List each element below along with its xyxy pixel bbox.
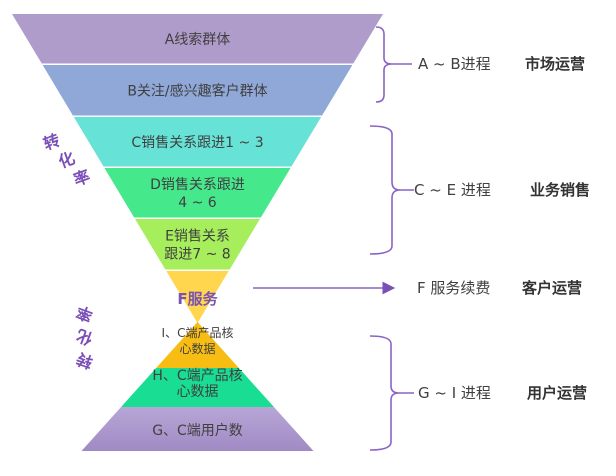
funnel-band-a-label: A线索群体 [165, 31, 231, 48]
side-label-top-char-2: 化 [56, 148, 78, 171]
side-label-top-char-3: 率 [71, 166, 93, 189]
stage-role-sales: 业务销售 [530, 181, 590, 199]
side-label-bottom-char-1: 转 [74, 349, 96, 372]
stage-process-a-b: A ~ B进程 [418, 55, 491, 73]
brace-a-b [375, 26, 412, 103]
funnel-band-e [135, 219, 260, 270]
pyramid-band-h [121, 368, 274, 407]
funnel-band-d-label: 4 ~ 6 [178, 195, 217, 211]
pyramid-band-h-label: 心数据 [177, 384, 219, 400]
stage-role-user: 用户运营 [527, 384, 587, 402]
funnel-band-d [104, 168, 291, 218]
funnel-band-e-label: 跟进7 ~ 8 [164, 246, 230, 262]
funnel-band-b-label: B关注/感兴趣客户群体 [127, 82, 267, 99]
side-label-bottom: 转 化 率 [74, 302, 96, 372]
stage-role-market: 市场运营 [525, 55, 585, 73]
brace-g-i [369, 335, 414, 451]
pyramid-band-i-label: 心数据 [179, 341, 215, 356]
funnel-band-b [42, 65, 353, 116]
stage-process-f: F 服务续费 [417, 279, 490, 297]
funnel-band-c-label: C销售关系跟进1 ~ 3 [131, 135, 263, 151]
side-label-top: 转 化 率 [41, 130, 93, 189]
funnel-band-d-label: D销售关系跟进 [150, 177, 245, 193]
stage-process-g-i: G ~ I 进程 [418, 384, 491, 402]
funnel-band-f-label: F服务 [177, 290, 218, 308]
pyramid-band-g [81, 407, 314, 451]
stage-process-c-e: C ~ E 进程 [414, 181, 491, 199]
funnel-band-a [12, 14, 383, 64]
pyramid-band-i-label: I、C端产品核 [162, 326, 234, 340]
side-label-bottom-char-2: 化 [74, 325, 96, 348]
side-label-bottom-char-3: 率 [74, 302, 96, 325]
side-label-top-char-1: 转 [41, 130, 63, 153]
funnel-band-c [73, 117, 322, 167]
sales-funnel: A线索群体 B关注/感兴趣客户群体 C销售关系跟进1 ~ 3 D销售关系跟进 4 ~ 6… [12, 14, 383, 323]
funnel-band-f [166, 271, 229, 323]
brace-c-e [369, 125, 414, 255]
pyramid-band-i [156, 322, 239, 368]
pyramid-band-g-label: G、C端用户数 [152, 422, 243, 439]
stage-role-customer: 客户运营 [521, 279, 582, 297]
funnel-band-e-label: E销售关系 [165, 228, 230, 244]
pyramid-band-h-label: H、C端产品核 [152, 368, 242, 384]
